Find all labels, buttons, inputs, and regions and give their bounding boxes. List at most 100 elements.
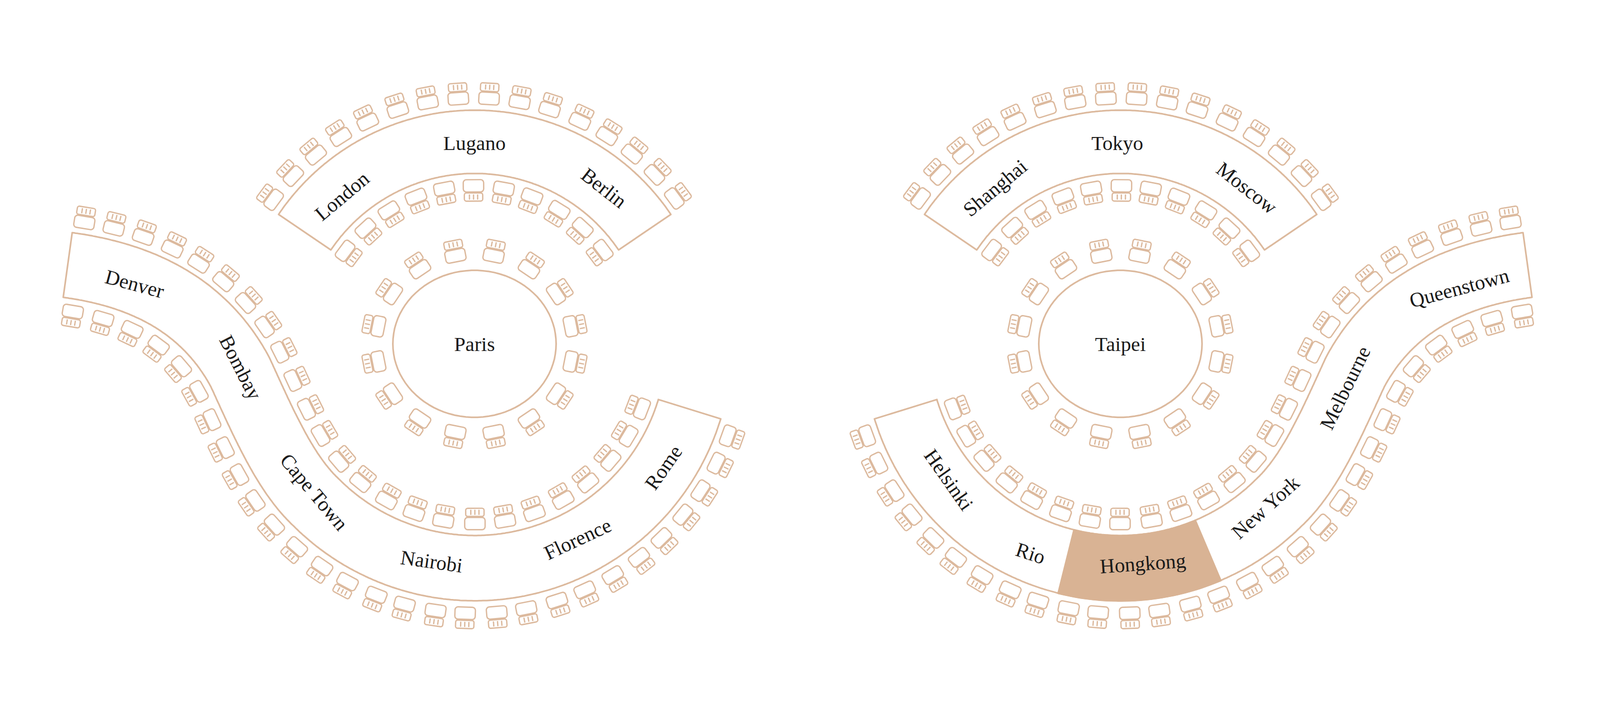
chair-slat	[421, 89, 422, 95]
chair-slat	[1498, 325, 1500, 331]
chair-icon	[999, 103, 1027, 131]
chair-slat	[1278, 399, 1283, 402]
chair-slat	[580, 327, 585, 329]
chair-slat	[262, 191, 267, 195]
chair-slat	[579, 323, 584, 325]
chair-seat	[61, 304, 84, 320]
chair-icon	[545, 277, 574, 306]
chair-slat	[337, 123, 340, 128]
chair-slat	[304, 147, 308, 151]
chair-icon	[1139, 504, 1163, 529]
chair-slat	[409, 423, 412, 428]
chair-slat	[1287, 147, 1291, 151]
chair-seat	[1267, 144, 1291, 167]
chair-icon	[1385, 379, 1414, 408]
chair-slat	[1199, 97, 1201, 102]
chair-seat	[408, 408, 432, 430]
chair-slat	[271, 319, 276, 322]
chair-slat	[493, 85, 495, 90]
chair-slat	[387, 486, 390, 491]
chair-slat	[437, 619, 438, 625]
chair-icon	[562, 313, 588, 338]
chair-slat	[725, 463, 730, 466]
chair-slat	[559, 608, 561, 614]
chair-slat	[1443, 225, 1445, 231]
chair-slat	[528, 617, 529, 622]
chair-seat	[1191, 382, 1213, 406]
chair-seat	[599, 449, 622, 473]
chair-seat	[374, 490, 399, 511]
chair-slat	[1207, 283, 1211, 286]
chair-icon	[938, 546, 968, 576]
chair-slat	[1494, 327, 1496, 332]
chair-icon	[1031, 92, 1057, 119]
chair-slat	[244, 505, 248, 509]
chair-slat	[1100, 85, 1102, 90]
chair-slat	[1176, 500, 1178, 505]
chair-slat	[70, 320, 72, 325]
chair-slat	[1045, 95, 1047, 100]
chair-slat	[990, 452, 995, 456]
chair-icon	[547, 481, 576, 510]
chair-slat	[868, 470, 873, 473]
table-name: Taipei	[1095, 332, 1146, 355]
chair-seat	[547, 199, 572, 221]
chair-slat	[1040, 217, 1043, 222]
chair-slat	[1342, 290, 1346, 294]
chair-seat	[1016, 350, 1033, 373]
chair-icon	[163, 354, 193, 384]
chair-slat	[126, 337, 129, 342]
chair-slat	[291, 556, 295, 560]
chair-seat	[448, 92, 469, 106]
chair-slat	[1306, 550, 1310, 555]
chair-seat	[1167, 187, 1191, 207]
table-name: Lugano	[443, 131, 506, 154]
chair-slat	[573, 234, 577, 238]
chair-seat	[377, 200, 401, 221]
chair-icon	[1231, 239, 1261, 268]
chair-icon	[403, 251, 432, 280]
chair-back	[1121, 620, 1140, 629]
chair-icon	[324, 118, 353, 148]
chair-slat	[448, 243, 450, 248]
chair-slat	[1029, 402, 1034, 405]
chair-slat	[1098, 440, 1100, 446]
chair-slat	[1104, 84, 1106, 90]
chair-slat	[337, 587, 340, 592]
chair-slat	[548, 215, 551, 220]
chair-slat	[362, 109, 364, 114]
chair-icon	[570, 464, 600, 494]
chair-slat	[1392, 419, 1397, 422]
chair-seat	[1223, 471, 1247, 494]
chair-slat	[523, 203, 526, 208]
chair-slat	[1234, 111, 1237, 116]
chair-slat	[142, 222, 144, 228]
chair-icon	[1267, 137, 1297, 167]
chair-icon	[849, 424, 877, 451]
chair-slat	[1192, 612, 1194, 618]
chair-icon	[1310, 182, 1340, 212]
chair-slat	[1207, 402, 1211, 405]
chair-slat	[959, 400, 965, 402]
chair-slat	[630, 400, 636, 402]
chair-seat	[1360, 270, 1384, 293]
chair-slat	[912, 187, 916, 190]
chair-icon	[1000, 216, 1030, 246]
chair-slat	[1030, 607, 1032, 613]
chair-icon	[298, 137, 328, 167]
chair-seat	[632, 397, 652, 421]
chair-slat	[531, 206, 533, 211]
chair-seat	[234, 291, 257, 315]
chair-seat	[186, 253, 211, 275]
chair-seat	[1345, 462, 1366, 487]
chair-slat	[530, 255, 534, 260]
chair-icon	[1111, 179, 1132, 201]
chair-slat	[1129, 622, 1131, 627]
chair-slat	[429, 88, 430, 93]
chair-slat	[229, 482, 234, 485]
chair-seat	[334, 239, 356, 263]
chair-icon	[1088, 239, 1113, 264]
chair-seat	[1028, 282, 1050, 306]
chair-slat	[448, 439, 450, 445]
chair-slat	[961, 404, 966, 406]
